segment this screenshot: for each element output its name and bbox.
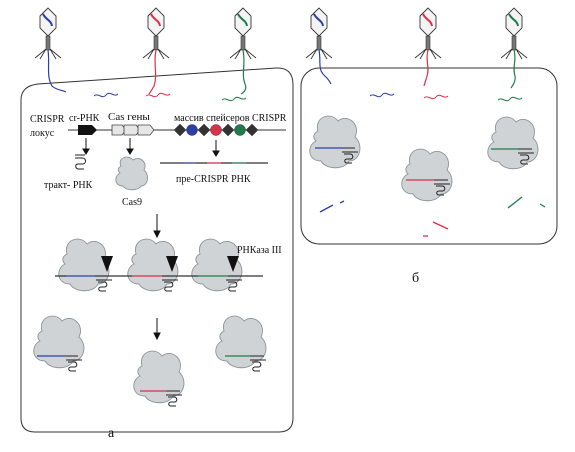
- rnase-iii-label: РНКаза III: [237, 245, 282, 256]
- panel-a-label: а: [108, 426, 115, 441]
- pre-crrna-label: пре-CRISPR РНК: [176, 174, 251, 185]
- mature-complex-red: [133, 350, 185, 407]
- immune-complex-blue: [309, 115, 361, 169]
- tracrrna-hairpin-icon: [74, 154, 87, 170]
- cleavage-arrowhead-icon: [101, 256, 239, 272]
- transcription-arrows: [82, 138, 220, 157]
- phage-red-icon: [414, 7, 442, 87]
- process-arrow-2: [153, 318, 161, 341]
- phage-dna-blue: [369, 92, 395, 98]
- cas9-label: Cas9: [122, 197, 142, 208]
- phage-dna-green: [497, 96, 523, 102]
- spacer-array-label: массив спейсеров CRISPR: [174, 113, 287, 124]
- cell-boundary-a: [20, 67, 294, 433]
- cell-boundary-b: [300, 67, 558, 245]
- phage-dna-green: [221, 96, 247, 102]
- phage-green-icon: [229, 7, 257, 95]
- tracrrna-label: тракт- РНК: [44, 180, 93, 191]
- tracrrna-gene: [78, 125, 97, 135]
- phage-dna-red: [145, 92, 171, 98]
- degraded-dna-fragments: [319, 196, 546, 237]
- mature-complex-green: [215, 315, 267, 372]
- cas9-complex-blue: [58, 238, 110, 292]
- panel-b-label: б: [412, 271, 419, 286]
- crispr-array: [173, 123, 259, 137]
- crrna-gene-label: cr-РНК: [69, 113, 100, 124]
- cas-genes: [111, 124, 155, 136]
- immune-complex-green: [487, 116, 539, 170]
- phage-green-icon: [500, 7, 528, 89]
- mature-complex-blue: [33, 315, 85, 372]
- crispr-locus-label-line2: локус: [30, 128, 55, 139]
- phage-dna-red: [423, 94, 449, 100]
- phage-dna-blue: [93, 92, 119, 98]
- phage-blue-icon: [305, 7, 333, 85]
- cas-genes-label: Cas гены: [108, 111, 150, 123]
- crispr-locus-label-line1: CRISPR: [30, 114, 65, 125]
- phage-red-icon: [142, 7, 170, 95]
- cas9-protein-icon: [115, 156, 149, 191]
- process-arrow-1: [153, 214, 161, 239]
- phage-blue-icon: [34, 7, 67, 93]
- immune-complex-red: [401, 148, 453, 202]
